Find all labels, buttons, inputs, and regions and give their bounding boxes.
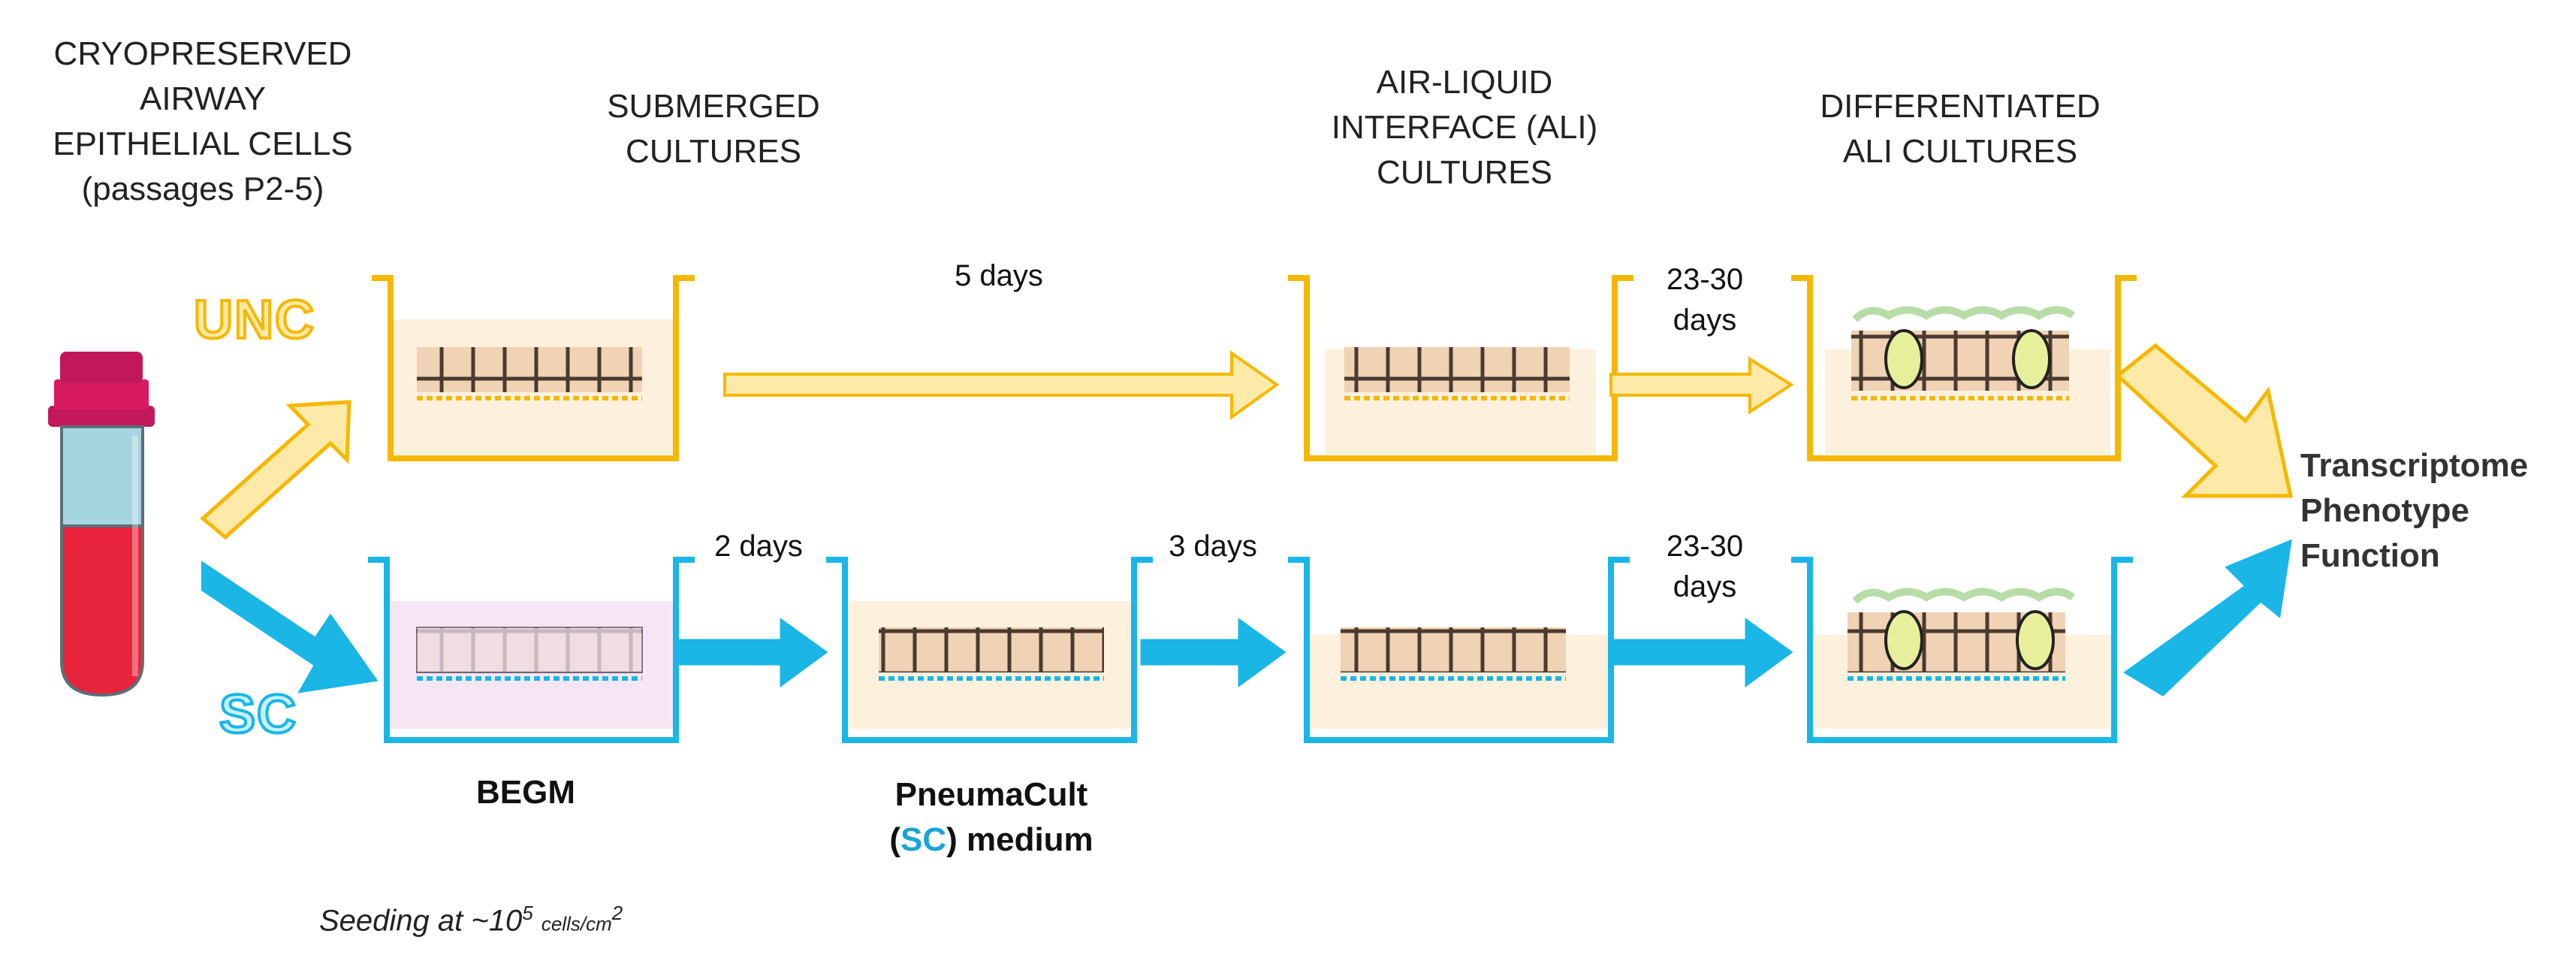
unc-differentiated-well — [1791, 275, 2137, 461]
sc-arrow-23-30days — [1613, 618, 1793, 688]
unc-protocol-label: UNC — [192, 289, 315, 352]
outcome-function: Function — [2300, 537, 2440, 574]
sc-arrow-2days — [678, 618, 828, 688]
header-ali-line3: CULTURES — [1377, 154, 1552, 191]
sc-protocol-label: SC — [218, 683, 298, 746]
duration-unc-5days: 5 days — [955, 259, 1043, 292]
header-submerged-line2: CULTURES — [626, 133, 801, 170]
duration-unc-23-30-line2: days — [1673, 304, 1737, 337]
cryovial-tube — [48, 352, 155, 697]
duration-unc-23-30-line1: 23-30 — [1666, 263, 1744, 296]
header-ali-line2: INTERFACE (ALI) — [1331, 109, 1598, 146]
seeding-exponent: 5 — [522, 902, 533, 924]
outcomes-list: Transcriptome Phenotype Function — [2300, 443, 2528, 579]
outcome-phenotype: Phenotype — [2300, 492, 2469, 529]
sc-ali-well — [1288, 557, 1630, 743]
header-cryo-line1: CRYOPRESERVED — [53, 35, 352, 72]
sc-differentiated-well — [1791, 557, 2133, 743]
sc-outcome-arrow — [2123, 539, 2292, 697]
unc-branch-arrow — [200, 400, 351, 540]
unc-ali-well — [1288, 275, 1633, 461]
header-differentiated-ali: DIFFERENTIATED ALI CULTURES — [1765, 84, 2155, 174]
duration-sc-2days: 2 days — [714, 530, 803, 563]
duration-sc-23-30-line2: days — [1673, 570, 1737, 603]
medium-paren-open: ( — [889, 821, 900, 858]
unc-submerged-well — [372, 275, 695, 461]
sc-begm-well — [368, 557, 695, 743]
header-diff-line2: ALI CULTURES — [1842, 133, 2078, 170]
header-cryo-line4: (passages P2-5) — [81, 171, 324, 207]
medium-pneumacult-line2: (SC) medium — [811, 817, 1172, 863]
seeding-unit-exponent: 2 — [611, 902, 623, 924]
sc-pneumacult-well — [826, 557, 1153, 743]
outcome-transcriptome: Transcriptome — [2300, 447, 2529, 484]
header-diff-line1: DIFFERENTIATED — [1820, 88, 2101, 125]
header-cryopreserved-cells: CRYOPRESERVED AIRWAY EPITHELIAL CELLS (p… — [15, 32, 391, 212]
seeding-unit: cells/cm — [541, 912, 612, 935]
header-cryo-line3: EPITHELIAL CELLS — [53, 125, 353, 162]
medium-line2-rest: ) medium — [946, 821, 1093, 858]
unc-arrow-5days — [723, 350, 1280, 420]
header-ali-line1: AIR-LIQUID — [1376, 64, 1553, 101]
header-submerged-line1: SUBMERGED — [607, 88, 820, 125]
medium-pneumacult-line1: PneumaCult — [894, 776, 1088, 813]
header-ali-cultures: AIR-LIQUID INTERFACE (ALI) CULTURES — [1277, 60, 1652, 195]
duration-unc-23-30days: 23-30 days — [1615, 259, 1795, 340]
header-cryo-line2: AIRWAY — [140, 80, 266, 117]
duration-sc-23-30days: 23-30 days — [1615, 526, 1795, 607]
header-submerged-cultures: SUBMERGED CULTURES — [556, 84, 871, 174]
sc-arrow-3days — [1140, 618, 1286, 688]
seeding-note: Seeding at ~105 cells/cm2 — [319, 902, 623, 938]
seeding-prefix: Seeding at ~10 — [319, 904, 523, 938]
medium-sc-highlight: SC — [900, 821, 947, 858]
medium-pneumacult: PneumaCult (SC) medium — [811, 772, 1172, 863]
medium-begm: BEGM — [476, 774, 575, 811]
unc-arrow-23-30days — [1609, 356, 1794, 415]
sc-branch-arrow — [201, 561, 379, 694]
unc-outcome-arrow — [2115, 343, 2294, 498]
duration-sc-3days: 3 days — [1169, 530, 1257, 563]
duration-sc-23-30-line1: 23-30 — [1666, 530, 1744, 563]
